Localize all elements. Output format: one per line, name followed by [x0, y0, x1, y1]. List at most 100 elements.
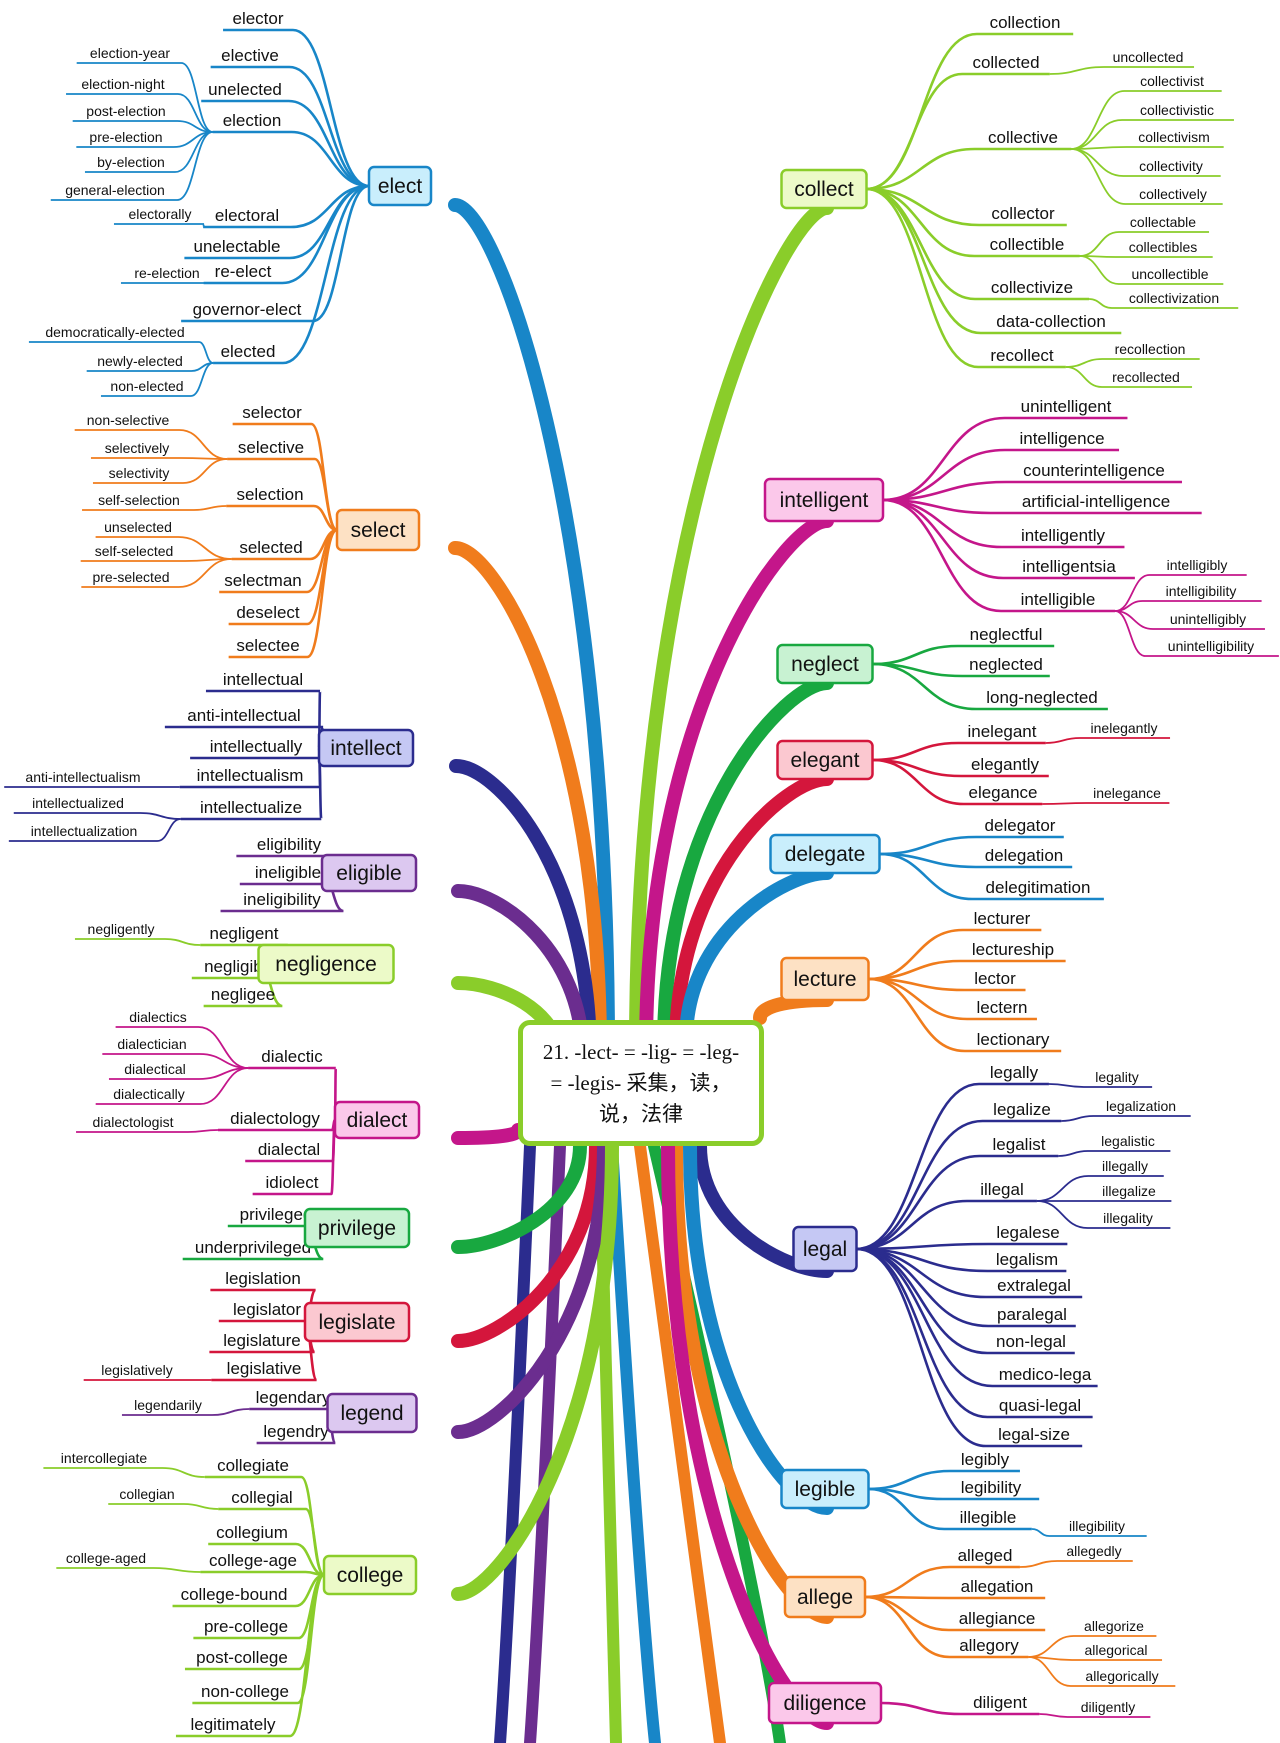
leaf-label[interactable]: pre-election	[89, 129, 162, 145]
node-legend[interactable]: legend	[326, 1392, 418, 1434]
node-intellect[interactable]: intellect	[317, 728, 415, 768]
leaf-label[interactable]: collectivistic	[1140, 102, 1214, 118]
node-lecture[interactable]: lecture	[780, 956, 870, 1002]
subtopic-label[interactable]: intellectualism	[197, 766, 304, 785]
node-delegate[interactable]: delegate	[769, 833, 881, 875]
leaf-label[interactable]: election-night	[81, 76, 164, 92]
subtopic-label[interactable]: recollect	[990, 346, 1054, 365]
node-eligible[interactable]: eligible	[320, 853, 418, 893]
leaf-label[interactable]: collegian	[119, 1486, 174, 1502]
node-privilege[interactable]: privilege	[303, 1207, 411, 1249]
subtopic-label[interactable]: allegation	[961, 1577, 1034, 1596]
leaf-label[interactable]: collectibles	[1129, 239, 1197, 255]
subtopic-label[interactable]: collection	[990, 13, 1061, 32]
leaf-label[interactable]: illegally	[1102, 1158, 1148, 1174]
leaf-label[interactable]: legalistic	[1101, 1133, 1155, 1149]
leaf-label[interactable]: election-year	[90, 45, 170, 61]
subtopic-label[interactable]: re-elect	[215, 262, 272, 281]
node-elegant[interactable]: elegant	[776, 739, 874, 781]
subtopic-label[interactable]: legendry	[263, 1422, 329, 1441]
subtopic-label[interactable]: delegitimation	[986, 878, 1091, 897]
leaf-label[interactable]: dialectics	[129, 1009, 187, 1025]
subtopic-label[interactable]: electoral	[215, 206, 279, 225]
subtopic-label[interactable]: legislative	[227, 1359, 302, 1378]
leaf-label[interactable]: intellectualized	[32, 795, 124, 811]
node-diligence[interactable]: diligence	[767, 1681, 883, 1725]
leaf-label[interactable]: illegality	[1103, 1210, 1153, 1226]
leaf-label[interactable]: selectively	[105, 440, 170, 456]
node-legislate[interactable]: legislate	[303, 1301, 411, 1343]
node-legible[interactable]: legible	[780, 1468, 870, 1510]
leaf-label[interactable]: self-selected	[95, 543, 174, 559]
leaf-label[interactable]: by-election	[97, 154, 165, 170]
leaf-label[interactable]: collectivist	[1140, 73, 1204, 89]
leaf-label[interactable]: democratically-elected	[45, 324, 184, 340]
subtopic-label[interactable]: collegiate	[217, 1456, 289, 1475]
leaf-label[interactable]: post-election	[86, 103, 165, 119]
subtopic-label[interactable]: legibly	[961, 1450, 1010, 1469]
leaf-label[interactable]: general-election	[65, 182, 165, 198]
leaf-label[interactable]: intellectualization	[31, 823, 138, 839]
subtopic-label[interactable]: elective	[221, 46, 279, 65]
subtopic-label[interactable]: lectureship	[972, 940, 1054, 959]
subtopic-label[interactable]: legal-size	[998, 1425, 1070, 1444]
leaf-label[interactable]: legendarily	[134, 1397, 202, 1413]
subtopic-label[interactable]: intelligentsia	[1022, 557, 1116, 576]
leaf-label[interactable]: dialectologist	[93, 1114, 174, 1130]
subtopic-label[interactable]: college-bound	[181, 1585, 288, 1604]
leaf-label[interactable]: non-selective	[87, 412, 170, 428]
subtopic-label[interactable]: intelligible	[1021, 590, 1096, 609]
subtopic-label[interactable]: legendary	[256, 1388, 331, 1407]
subtopic-label[interactable]: selectee	[236, 636, 299, 655]
subtopic-label[interactable]: legislator	[233, 1300, 301, 1319]
subtopic-label[interactable]: alleged	[958, 1546, 1013, 1565]
subtopic-label[interactable]: illegible	[960, 1508, 1017, 1527]
subtopic-label[interactable]: negligee	[211, 985, 275, 1004]
leaf-label[interactable]: legalization	[1106, 1098, 1176, 1114]
subtopic-label[interactable]: legally	[990, 1063, 1039, 1082]
leaf-label[interactable]: college-aged	[66, 1550, 146, 1566]
leaf-label[interactable]: dialectician	[117, 1036, 186, 1052]
subtopic-label[interactable]: collector	[991, 204, 1055, 223]
node-allege[interactable]: allege	[783, 1575, 867, 1619]
node-dialect[interactable]: dialect	[333, 1100, 421, 1140]
subtopic-label[interactable]: collectivize	[991, 278, 1073, 297]
leaf-label[interactable]: electorally	[128, 206, 191, 222]
leaf-label[interactable]: unselected	[104, 519, 172, 535]
subtopic-label[interactable]: diligent	[973, 1693, 1027, 1712]
subtopic-label[interactable]: non-legal	[996, 1332, 1066, 1351]
subtopic-label[interactable]: long-neglected	[986, 688, 1098, 707]
subtopic-label[interactable]: lectionary	[977, 1030, 1050, 1049]
subtopic-label[interactable]: unelectable	[194, 237, 281, 256]
node-legal[interactable]: legal	[792, 1225, 858, 1273]
subtopic-label[interactable]: dialectal	[258, 1140, 320, 1159]
subtopic-label[interactable]: neglected	[969, 655, 1043, 674]
subtopic-label[interactable]: election	[223, 111, 282, 130]
leaf-label[interactable]: unintelligibility	[1168, 638, 1254, 654]
subtopic-label[interactable]: artificial-intelligence	[1022, 492, 1170, 511]
subtopic-label[interactable]: collegium	[216, 1523, 288, 1542]
leaf-label[interactable]: collectivism	[1138, 129, 1210, 145]
node-collect[interactable]: collect	[780, 168, 868, 210]
leaf-label[interactable]: collectable	[1130, 214, 1196, 230]
leaf-label[interactable]: dialectically	[113, 1086, 185, 1102]
leaf-label[interactable]: inelegance	[1093, 785, 1161, 801]
subtopic-label[interactable]: elegantly	[971, 755, 1040, 774]
subtopic-label[interactable]: extralegal	[997, 1276, 1071, 1295]
leaf-label[interactable]: diligently	[1081, 1699, 1135, 1715]
subtopic-label[interactable]: lector	[974, 969, 1016, 988]
subtopic-label[interactable]: quasi-legal	[999, 1396, 1081, 1415]
subtopic-label[interactable]: selection	[236, 485, 303, 504]
leaf-label[interactable]: newly-elected	[97, 353, 183, 369]
subtopic-label[interactable]: collegial	[231, 1488, 292, 1507]
leaf-label[interactable]: collectively	[1139, 186, 1207, 202]
leaf-label[interactable]: intelligibly	[1167, 557, 1228, 573]
subtopic-label[interactable]: college-age	[209, 1551, 297, 1570]
node-college[interactable]: college	[322, 1554, 418, 1596]
leaf-label[interactable]: legislatively	[101, 1362, 173, 1378]
subtopic-label[interactable]: elegance	[968, 783, 1037, 802]
subtopic-label[interactable]: lectern	[976, 998, 1027, 1017]
leaf-label[interactable]: uncollectible	[1131, 266, 1208, 282]
subtopic-label[interactable]: collectible	[990, 235, 1065, 254]
subtopic-label[interactable]: legitimately	[190, 1715, 276, 1734]
